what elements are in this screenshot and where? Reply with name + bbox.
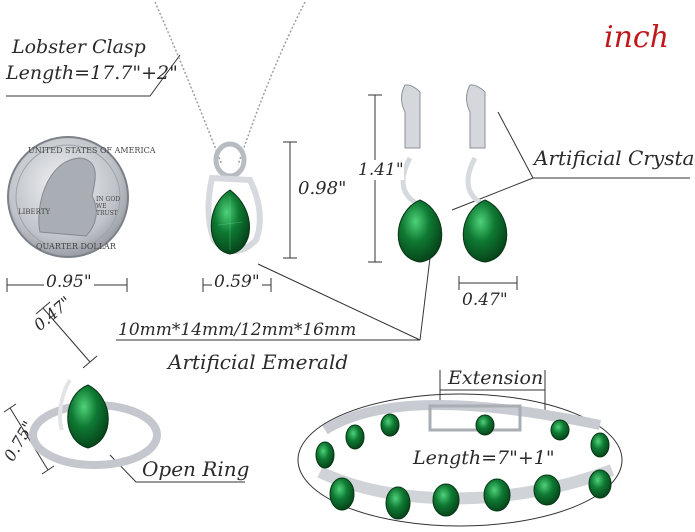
ring-emerald (67, 384, 109, 449)
coin-motto: IN GOD WE TRUST (96, 196, 121, 217)
necklace-chain-right (237, 1, 306, 166)
earring-right-emerald (462, 199, 508, 263)
necklace-width-label: 0.59" (212, 272, 262, 292)
necklace (154, 1, 306, 255)
necklace-chain-left (154, 1, 223, 166)
ring-width-line (42, 307, 91, 363)
stone-label: Artificial Emerald (168, 350, 349, 374)
coin-top-text: UNITED STATES OF AMERICA (28, 146, 156, 155)
stone-size-label: 10mm*14mm/12mm*16mm (118, 320, 357, 340)
clasp-label-line2: Length=17.7"+2" (6, 62, 178, 84)
extension-label: Extension (448, 367, 544, 389)
unit-label: inch (604, 20, 670, 55)
bracelet-emeralds (315, 413, 612, 520)
coin-width-label: 0.95" (44, 272, 94, 292)
quarter-coin (7, 136, 129, 258)
bracelet-front-band (317, 464, 615, 505)
crystal-label: Artificial Crystal (534, 146, 695, 170)
leader-lines (3, 54, 690, 527)
ring-label: Open Ring (142, 457, 250, 481)
coin-portrait (38, 157, 97, 237)
necklace-height-label: 0.98" (298, 178, 347, 199)
necklace-emerald (210, 189, 250, 255)
earring-left (397, 84, 443, 263)
earring-right-hoop (466, 84, 486, 149)
bracelet-length-label: Length=7"+1" (413, 447, 555, 469)
bracelet-extension-links (428, 404, 522, 432)
earring-height-label: 1.41" (358, 160, 404, 180)
clasp-label-line1: Lobster Clasp (12, 36, 146, 58)
coin-liberty: LIBERTY (18, 208, 51, 216)
coin-bottom-text: QUARTER DOLLAR (36, 242, 116, 251)
earring-width-label: 0.47" (462, 290, 508, 310)
earring-right (462, 84, 508, 263)
bracelet (315, 400, 615, 520)
earring-left-hoop (401, 84, 421, 149)
ring-height-line (9, 407, 49, 471)
clasp-leader-line (6, 54, 181, 97)
bracelet-outline (297, 393, 623, 527)
necklace-bail (213, 141, 247, 179)
earring-left-emerald (397, 199, 443, 263)
ring (29, 378, 161, 469)
